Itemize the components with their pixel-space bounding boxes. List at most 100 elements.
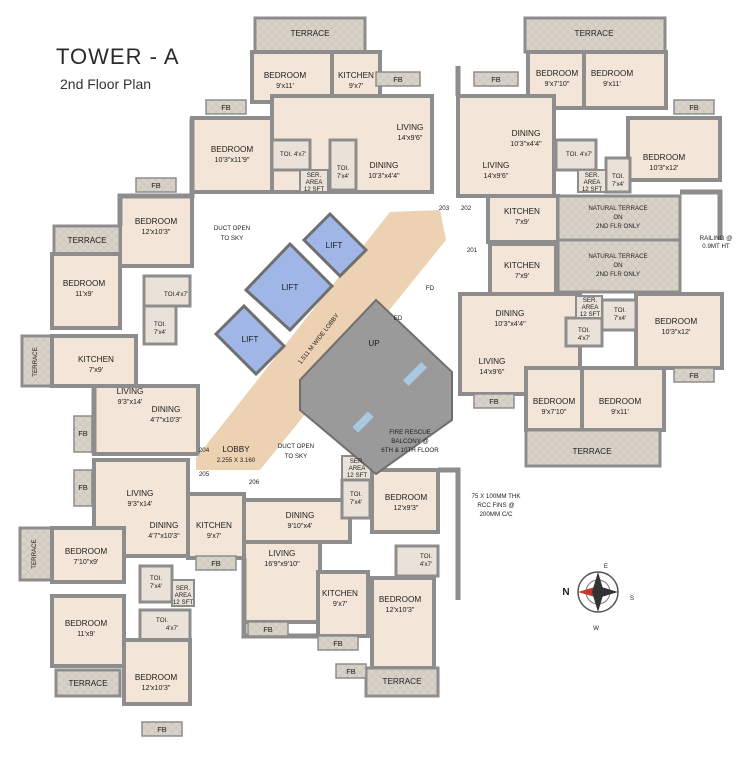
label-toi-tl: TOI. (280, 151, 292, 158)
label-nat-b1: NATURAL TERRACE (588, 253, 647, 260)
label-toi-bc-a: TOI. (350, 491, 362, 498)
label-ser-3: 12 SFT (304, 186, 325, 193)
dim-living-bc: 16'9"x9'10" (264, 559, 300, 568)
label-fb-3: FB (151, 181, 161, 190)
label-fins-1: 75 X 100MM THK (471, 493, 521, 500)
label-living-right: LIVING (479, 357, 506, 366)
label-bedroom-tr-a: BEDROOM (536, 69, 578, 78)
label-kitchen-bl: KITCHEN (196, 521, 232, 530)
dim-living-right: 14'x9'6" (480, 367, 505, 376)
label-fb-2: FB (221, 103, 231, 112)
label-lobby: LOBBY (222, 445, 250, 454)
label-flat-201: 201 (467, 247, 478, 254)
label-toi-right-a: TOI. (614, 307, 626, 314)
label-ser-1: SER. (307, 172, 322, 179)
label-fb-7: FB (689, 371, 699, 380)
fb-strips (73, 71, 715, 737)
label-dining-bc: DINING (286, 511, 315, 520)
terrace-bl-a (18, 526, 54, 582)
dim-toi-tr2: 7'x4' (612, 181, 624, 188)
dim-toi-tr: 4'x7' (580, 151, 592, 158)
dim-dining-bl: 4'7"x10'3" (148, 531, 180, 540)
label-up: UP (368, 339, 380, 348)
terrace-bc (364, 666, 440, 698)
label-ser-bl-2: AREA (175, 592, 193, 599)
unit-left (20, 194, 200, 456)
plan-subtitle: 2nd Floor Plan (60, 76, 152, 92)
label-duct-2b: TO SKY (285, 453, 308, 460)
label-flat-205: 205 (199, 471, 210, 478)
label-duct-1b: TO SKY (221, 235, 244, 242)
label-toi-tr: TOI. (566, 151, 578, 158)
label-fb-4: FB (491, 75, 501, 84)
label-fb-11: FB (211, 559, 221, 568)
dim-bedroom-tr-c: 10'3"x12' (650, 163, 680, 172)
label-bedroom-bc-a: BEDROOM (385, 493, 427, 502)
bedroom-bc-a (370, 468, 440, 534)
label-bedroom-right-a: BEDROOM (655, 317, 697, 326)
plan-title: TOWER - A (56, 44, 180, 69)
unit-bottom-center (242, 455, 440, 698)
unit-top-left (190, 16, 434, 194)
dim-bedroom-bc-a: 12'x9'3" (394, 503, 419, 512)
ser-area-top (299, 169, 329, 193)
fire-balcony-glass-2 (402, 361, 428, 387)
outer-walls (91, 66, 723, 639)
label-ed: ED (394, 315, 403, 322)
dim-living-bl: 9'3"x14' (128, 499, 154, 508)
label-ser-tr-1: SER. (585, 172, 600, 179)
label-toi-tl2: TOI. (337, 165, 349, 172)
dim-kitchen-tl: 9'x7' (349, 81, 364, 90)
dim-bedroom-bc-b: 12'x10'3" (386, 605, 415, 614)
dim-dining-left: 4'7"x10'3" (150, 415, 182, 424)
label-fb-8: FB (78, 429, 88, 438)
compass-w: W (593, 625, 599, 632)
label-lift-3: LIFT (242, 335, 259, 344)
dim-kitchen-tr: 7'x9' (515, 217, 530, 226)
label-fire-3: 6TH & 10TH FLOOR (381, 447, 439, 454)
terrace-right (524, 428, 662, 468)
label-bedroom-bl-b: BEDROOM (65, 619, 107, 628)
label-living-tr: LIVING (483, 161, 510, 170)
label-lift-2: LIFT (326, 241, 343, 250)
label-nat-b2: ON (613, 262, 622, 269)
label-bedroom-ml: BEDROOM (211, 145, 253, 154)
label-toi-bl-b: TOI. (156, 617, 168, 624)
label-kitchen-bc: KITCHEN (322, 589, 358, 598)
dim-living-left: 9'3"x14' (118, 397, 144, 406)
label-living-bc: LIVING (269, 549, 296, 558)
dim-toi-bc-b: 4'x7' (420, 561, 432, 568)
label-fire-2: BALCONY @ (391, 438, 428, 445)
label-living-bl: LIVING (127, 489, 154, 498)
label-bedroom-right-c: BEDROOM (599, 397, 641, 406)
dim-toi-left-b: 7'x4' (154, 329, 166, 336)
label-terrace-left-b: TERRACE (32, 347, 39, 377)
label-nat-a3: 2ND FLR ONLY (596, 223, 640, 230)
label-dining-top: DINING (370, 161, 399, 170)
label-living-left: LIVING (117, 387, 144, 396)
ser-area-tr (577, 169, 607, 193)
label-toi-left-b: TOI. (154, 321, 166, 328)
label-terrace-right: TERRACE (572, 447, 612, 456)
lift-1 (243, 241, 335, 333)
dim-toi-tl: 4'x7' (294, 151, 306, 158)
kitchen-left (50, 334, 138, 388)
label-lift-1: LIFT (282, 283, 299, 292)
label-duct-2a: DUCT OPEN (278, 443, 314, 450)
dim-bedroom-ml: 10'3"x11'9" (215, 155, 250, 164)
core (196, 210, 453, 476)
toi-top-a (270, 138, 312, 172)
ser-area-bl (171, 579, 195, 607)
dim-dining-tr: 10'3"x4'4" (510, 139, 542, 148)
dim-kitchen-right: 7'x9' (515, 271, 530, 280)
label-bedroom-bl-a: BEDROOM (65, 547, 107, 556)
label-toi-right-b: TOI. (578, 327, 590, 334)
dim-bedroom-bl-c: 12'x10'3" (142, 683, 171, 692)
lift-2 (301, 211, 369, 279)
label-ser-tr-2: AREA (584, 179, 602, 186)
dim-bedroom-tr-b: 9'x11' (603, 79, 621, 88)
label-ser-r-1: SER. (583, 297, 598, 304)
label-bedroom-right-b: BEDROOM (533, 397, 575, 406)
label-terrace-left-a: TERRACE (67, 236, 107, 245)
core-lobby-band (196, 210, 446, 470)
